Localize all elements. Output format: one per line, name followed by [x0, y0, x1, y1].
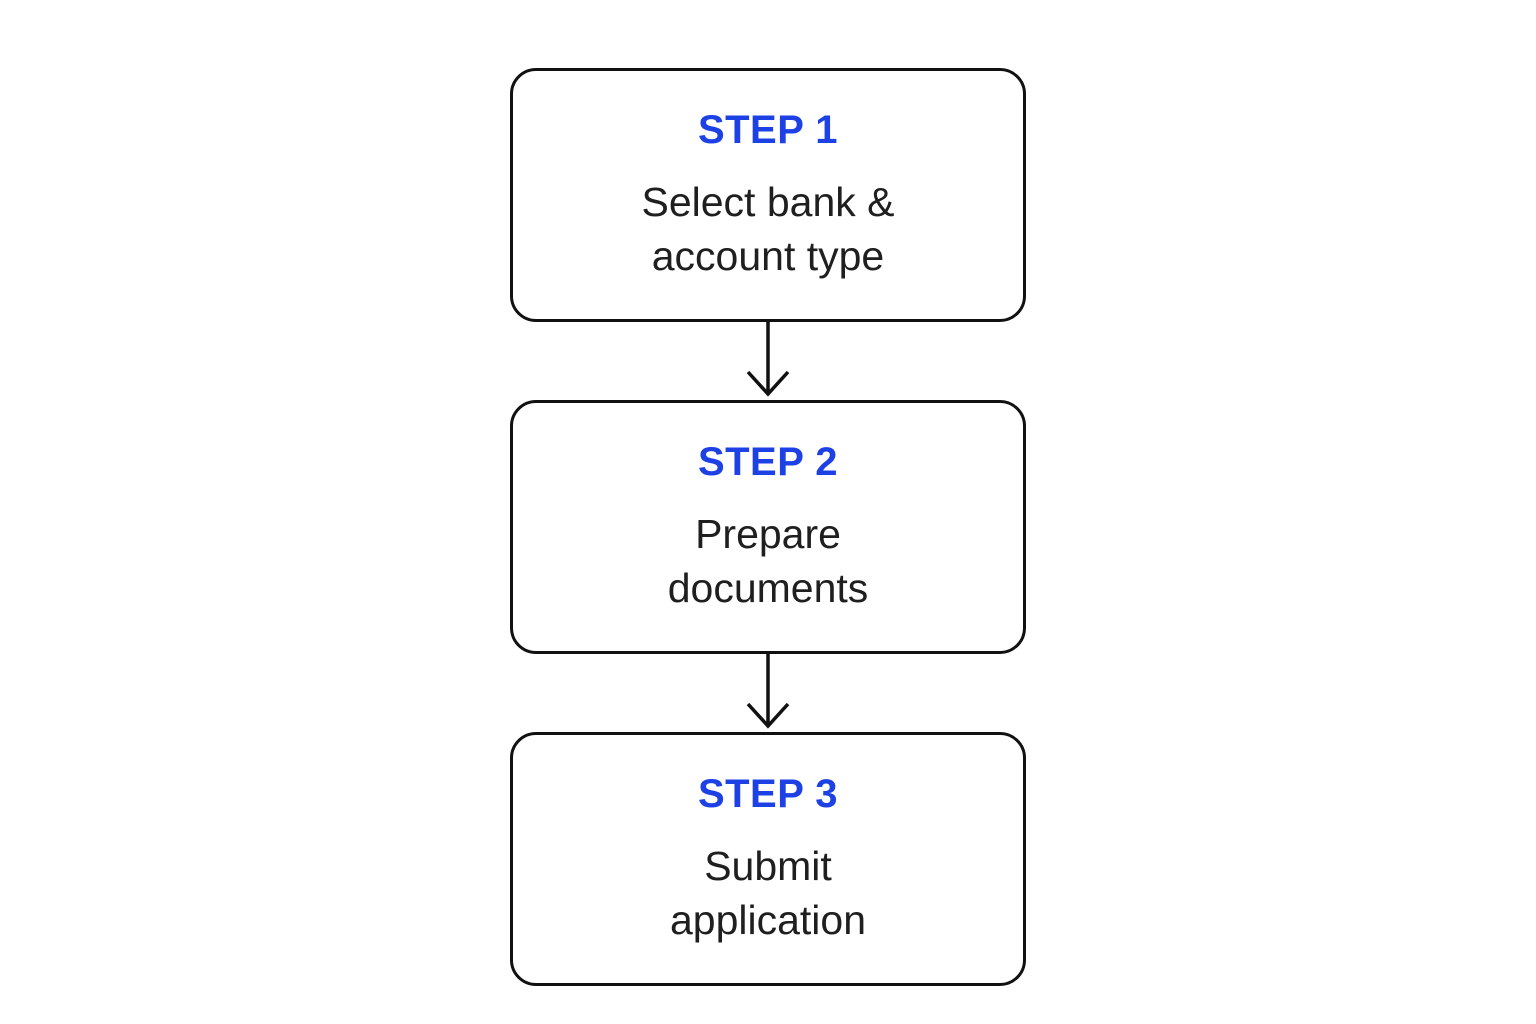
step-1-label: STEP 1	[697, 107, 839, 152]
step-3-description: Submit application	[669, 842, 867, 943]
step-2-label: STEP 2	[697, 439, 839, 484]
down-arrow-icon	[736, 654, 800, 732]
step-box-3: STEP 3 Submit application	[510, 732, 1026, 986]
step-3-label: STEP 3	[697, 771, 839, 816]
step-1-description: Select bank & account type	[641, 178, 895, 279]
step-2-description: Prepare documents	[667, 510, 869, 611]
down-arrow-icon	[736, 322, 800, 400]
bank-account-opening-flow: STEP 1 Select bank & account type STEP 2…	[510, 68, 1026, 986]
step-box-2: STEP 2 Prepare documents	[510, 400, 1026, 654]
step-box-1: STEP 1 Select bank & account type	[510, 68, 1026, 322]
